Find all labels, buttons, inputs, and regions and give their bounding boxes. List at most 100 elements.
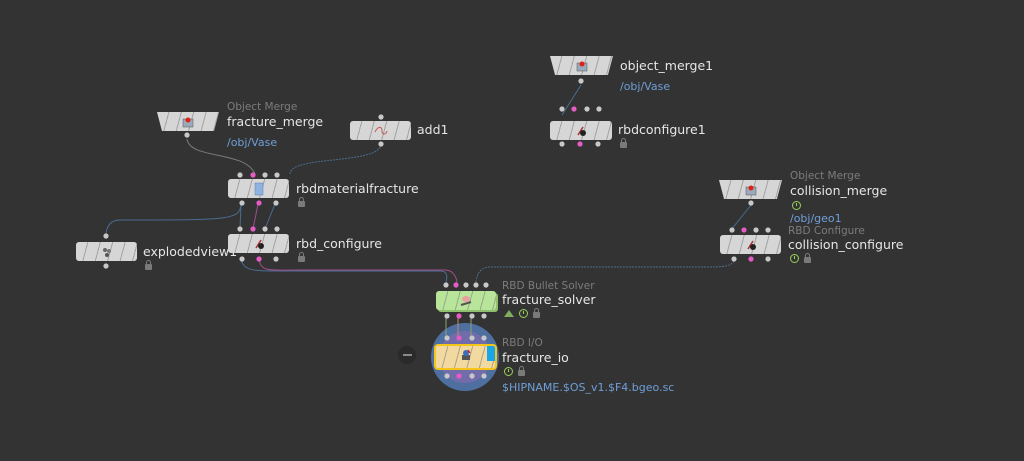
node-name-label[interactable]: rbdmaterialfracture (296, 181, 419, 196)
exploded-view-icon (100, 245, 114, 259)
port-rbdconfigure1-output[interactable] (559, 141, 565, 147)
display-flag-icon[interactable] (792, 201, 801, 210)
wire-collision-merge-to-collision-configure (730, 204, 752, 231)
port-fracture-io-input[interactable] (469, 335, 475, 341)
port-rbd-configure-input[interactable] (250, 226, 256, 232)
node-add1[interactable] (350, 121, 411, 140)
node-rbdconfigure1[interactable] (550, 121, 612, 140)
port-fracture-solver-input[interactable] (483, 282, 489, 288)
wire-rbdmaterialfracture-to-explodedview1 (105, 203, 242, 237)
port-collision-configure-input[interactable] (729, 227, 735, 233)
port-fracture-solver-output[interactable] (469, 313, 475, 319)
node-name-label[interactable]: fracture_io (502, 350, 569, 365)
node-name-label[interactable]: rbdconfigure1 (618, 122, 706, 137)
port-rbdconfigure1-input[interactable] (571, 106, 577, 112)
node-type-label: Object Merge (227, 101, 298, 113)
port-fracture-solver-input[interactable] (473, 282, 479, 288)
node-rbdmaterialfracture[interactable] (228, 179, 289, 198)
port-collision-configure-output[interactable] (748, 256, 754, 262)
port-collision-configure-input[interactable] (765, 227, 771, 233)
node-name-label[interactable]: fracture_merge (227, 114, 324, 129)
lock-icon[interactable] (145, 260, 152, 270)
node-name-label[interactable]: fracture_solver (502, 292, 596, 307)
port-fracture-solver-input[interactable] (453, 282, 459, 288)
node-object-merge1[interactable] (550, 56, 613, 75)
node-collision-configure[interactable] (720, 235, 781, 254)
port-rbdmaterialfracture-input[interactable] (237, 172, 243, 178)
port-collision-configure-output[interactable] (731, 256, 737, 262)
port-fracture-io-output[interactable] (469, 373, 475, 379)
rbd-configure-icon (744, 238, 758, 252)
port-fracture-solver-output[interactable] (481, 313, 487, 319)
node-name-label[interactable]: add1 (417, 122, 449, 137)
port-fracture-solver-output[interactable] (456, 313, 462, 319)
port-rbd-configure-output[interactable] (256, 256, 262, 262)
node-name-label[interactable]: rbd_configure (296, 236, 382, 251)
wire-rbdmaterialfracture-to-rbd-configure-0 (239, 203, 242, 230)
port-fracture-io-output[interactable] (456, 373, 462, 379)
wire-object-merge1-to-rbdconfigure1 (561, 84, 582, 116)
wire-rbdmaterialfracture-to-rbd-configure-2 (264, 203, 276, 230)
port-rbdmaterialfracture-input[interactable] (250, 172, 256, 178)
port-fracture-io-input[interactable] (456, 335, 462, 341)
port-rbdmaterialfracture-output[interactable] (273, 200, 279, 206)
port-rbd-configure-output[interactable] (239, 256, 245, 262)
node-fracture-merge[interactable] (157, 112, 219, 131)
port-collision-configure-input[interactable] (753, 227, 759, 233)
node-collision-merge[interactable] (719, 180, 782, 199)
port-collision-configure-input[interactable] (741, 227, 747, 233)
node-name-label[interactable]: object_merge1 (620, 58, 714, 73)
node-explodedview1[interactable] (76, 242, 137, 261)
port-fracture-merge-output[interactable] (184, 132, 190, 138)
node-rbd-configure[interactable] (228, 234, 289, 253)
port-rbd-configure-input[interactable] (274, 226, 280, 232)
port-rbdconfigure1-output[interactable] (577, 141, 583, 147)
node-type-label: RBD Configure (788, 225, 865, 237)
port-rbdmaterialfracture-output[interactable] (239, 200, 245, 206)
port-rbdconfigure1-input[interactable] (584, 106, 590, 112)
port-object-merge1-output[interactable] (578, 78, 584, 84)
port-rbdmaterialfracture-input[interactable] (274, 172, 280, 178)
node-fracture-solver[interactable] (436, 291, 496, 310)
minus-icon (402, 354, 412, 356)
port-rbdconfigure1-output[interactable] (595, 141, 601, 147)
node-name-label[interactable]: explodedview1 (143, 244, 238, 259)
lock-icon[interactable] (298, 252, 305, 262)
port-rbdconfigure1-input[interactable] (559, 106, 565, 112)
simulation-icon[interactable] (504, 310, 514, 317)
node-path-label: $HIPNAME.$OS_v1.$F4.bgeo.sc (502, 381, 675, 394)
display-flag-icon[interactable] (790, 254, 799, 263)
display-flag-icon[interactable] (504, 367, 513, 376)
port-rbd-configure-input[interactable] (262, 226, 268, 232)
port-add1-input[interactable] (378, 114, 384, 120)
port-fracture-solver-output[interactable] (444, 313, 450, 319)
port-collision-configure-output[interactable] (765, 256, 771, 262)
port-explodedview1-input[interactable] (103, 233, 109, 239)
port-collision-merge-output[interactable] (748, 200, 754, 206)
port-fracture-solver-input[interactable] (463, 282, 469, 288)
port-add1-output[interactable] (378, 141, 384, 147)
display-flag-icon[interactable] (519, 309, 528, 318)
port-rbd-configure-output[interactable] (273, 256, 279, 262)
port-rbdmaterialfracture-input[interactable] (262, 172, 268, 178)
node-name-label[interactable]: collision_merge (790, 183, 888, 198)
node-name-label[interactable]: collision_configure (788, 237, 904, 252)
lock-icon[interactable] (620, 138, 627, 148)
bullet-solver-icon (459, 294, 473, 308)
port-fracture-io-input[interactable] (481, 335, 487, 341)
port-fracture-io-input[interactable] (444, 335, 450, 341)
port-fracture-io-output[interactable] (481, 373, 487, 379)
lock-icon[interactable] (518, 366, 525, 376)
port-explodedview1-output[interactable] (103, 263, 109, 269)
collapse-button[interactable] (398, 346, 416, 364)
lock-icon[interactable] (298, 197, 305, 207)
object-merge-icon (744, 183, 758, 197)
lock-icon[interactable] (804, 253, 811, 263)
port-fracture-io-output[interactable] (444, 373, 450, 379)
port-rbdconfigure1-input[interactable] (596, 106, 602, 112)
lock-icon[interactable] (533, 308, 540, 318)
port-rbd-configure-input[interactable] (237, 226, 243, 232)
port-rbdmaterialfracture-output[interactable] (256, 200, 262, 206)
port-fracture-solver-input[interactable] (443, 282, 449, 288)
node-fracture-io[interactable] (434, 344, 497, 370)
